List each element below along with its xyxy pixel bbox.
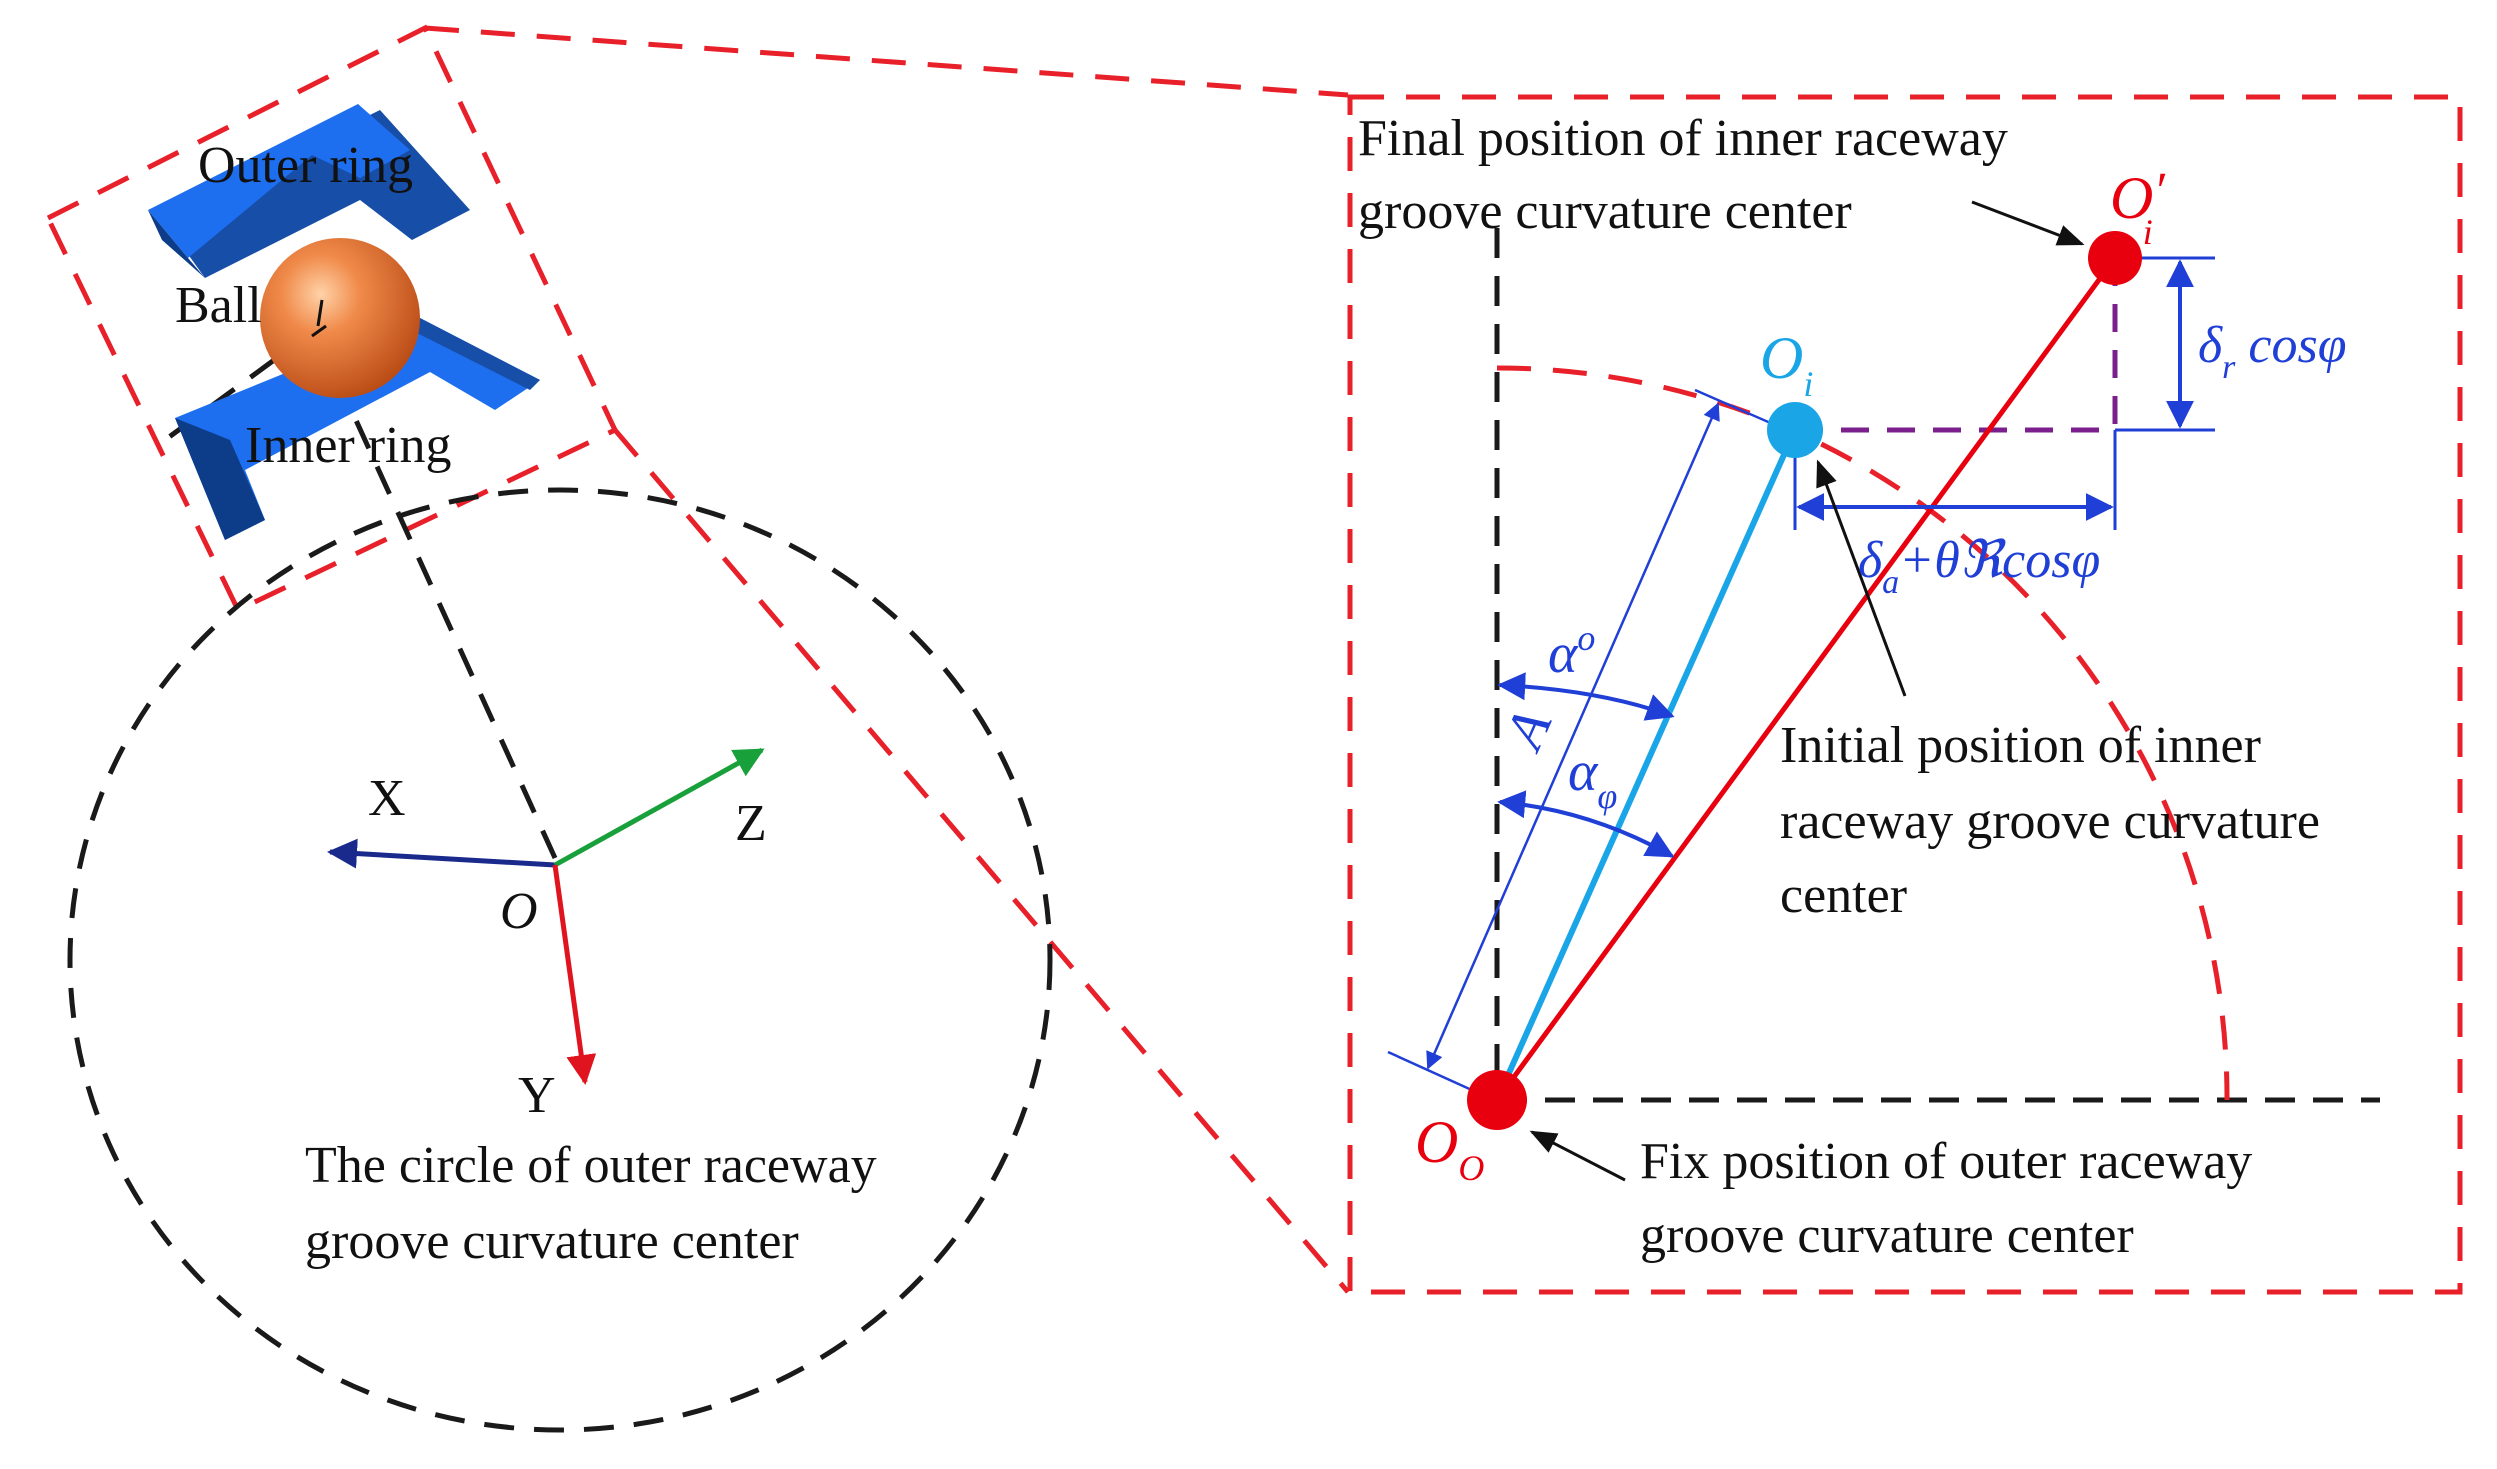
zoom-line-top bbox=[424, 25, 1349, 98]
axis-x-label: X bbox=[368, 770, 406, 827]
delta-r-label: δr cosφ bbox=[2198, 317, 2347, 386]
axis-y-arrow bbox=[552, 864, 597, 1085]
right-zoom-box bbox=[1347, 94, 2463, 1295]
ball-label: Ball bbox=[175, 277, 262, 334]
oi-symbol: Oi bbox=[1760, 325, 1813, 404]
fix-position-point bbox=[1467, 1070, 1527, 1130]
ball-center-mark bbox=[311, 299, 327, 338]
alpha-o-label: αo bbox=[1548, 618, 1595, 685]
final-position-line1: Final position of inner raceway bbox=[1358, 110, 2008, 167]
outer-ring-label: Outer ring bbox=[198, 137, 413, 194]
initial-position-line3: center bbox=[1780, 867, 1907, 924]
initial-line bbox=[1494, 428, 1798, 1102]
a-extension-bottom bbox=[1387, 1050, 1486, 1098]
outer-ring-shape bbox=[148, 104, 470, 278]
alpha-phi-arc bbox=[1497, 790, 1675, 858]
circle-caption-line2: groove curvature center bbox=[305, 1213, 799, 1270]
a-extension-top bbox=[1694, 388, 1783, 430]
initial-pointer-arrow bbox=[1816, 459, 1907, 697]
outer-raceway-circle bbox=[67, 487, 1053, 1433]
zoom-line-bottom bbox=[613, 428, 1350, 1294]
initial-position-line2: raceway groove curvature bbox=[1780, 793, 2320, 850]
a-dimension-label: A bbox=[1492, 700, 1565, 761]
fix-position-line2: groove curvature center bbox=[1640, 1207, 2134, 1264]
alpha-phi-label: αφ bbox=[1568, 741, 1617, 816]
initial-position-point bbox=[1767, 402, 1823, 458]
delta-a-label: δa+θℜcosφ bbox=[1858, 532, 2100, 601]
a-dimension-arrow bbox=[1426, 402, 1720, 1070]
axis-z-label: Z bbox=[735, 795, 767, 852]
final-pointer-arrow bbox=[1971, 200, 2085, 246]
ball-shape bbox=[260, 238, 420, 398]
origin-label: O bbox=[500, 883, 538, 940]
initial-position-line1: Initial position of inner bbox=[1780, 717, 2261, 774]
axis-x-arrow bbox=[327, 838, 556, 869]
groove-center-arc bbox=[1496, 365, 2230, 1101]
final-position-line2: groove curvature center bbox=[1358, 183, 1852, 240]
inner-ring-label: Inner ring bbox=[245, 417, 451, 474]
fix-position-line1: Fix position of outer raceway bbox=[1640, 1133, 2252, 1190]
oi-prime-symbol: O′i bbox=[2110, 163, 2166, 252]
axis-z-arrow bbox=[553, 747, 765, 868]
fix-pointer-arrow bbox=[1529, 1130, 1626, 1182]
alpha-o-arc bbox=[1497, 672, 1675, 721]
circle-caption-line1: The circle of outer raceway bbox=[305, 1137, 877, 1194]
axis-y-label: Y bbox=[518, 1067, 556, 1124]
inner-ring-shape bbox=[175, 318, 540, 540]
final-position-point bbox=[2088, 231, 2142, 285]
oo-symbol: OO bbox=[1415, 1109, 1484, 1188]
